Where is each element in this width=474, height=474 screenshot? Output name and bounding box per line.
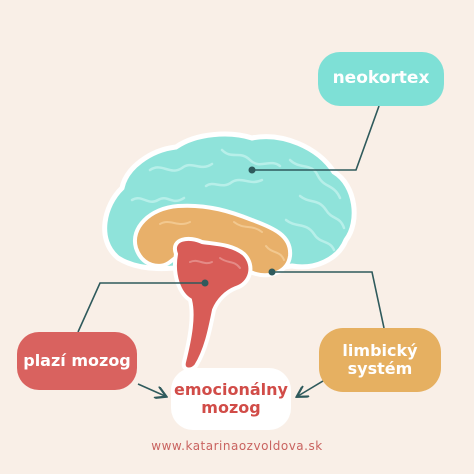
arrow-from-plazi [137,383,165,396]
limbic-connector [272,271,385,329]
website-url: www.katarinaozvoldova.sk [151,439,323,453]
neokortex-dot [248,166,256,174]
limbicky-system-label: limbický systém [319,328,441,392]
plazi-connector [77,282,205,333]
emocionalny-mozog-label: emocionálny mozog [171,368,291,430]
neokortex-label: neokortex [318,52,444,106]
neocortex-folds [130,148,346,252]
neokortex-connector [252,105,380,171]
connector-lines [77,105,385,333]
limbic-folds [159,221,285,261]
plazi-mozog-label: plazí mozog [17,332,137,390]
reptilian-folds [189,257,241,269]
reptilian-region [172,236,253,372]
plazi-dot [201,279,209,287]
limbic-dot [268,268,276,276]
